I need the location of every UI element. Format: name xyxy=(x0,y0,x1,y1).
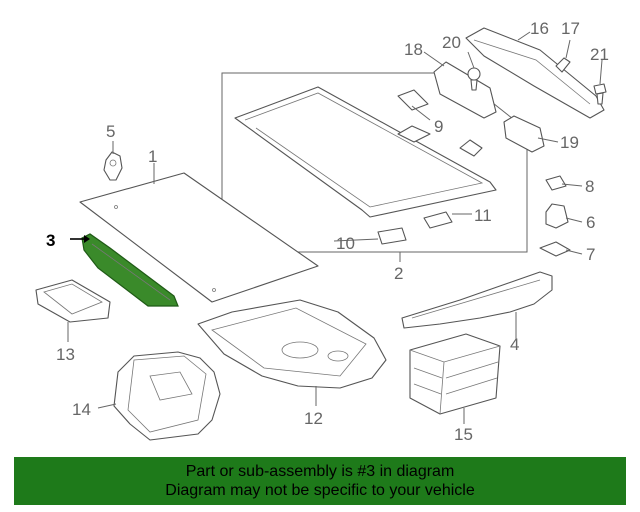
callout-17: 17 xyxy=(561,19,580,38)
part-12-floor-tub[interactable] xyxy=(197,299,387,389)
callout-7: 7 xyxy=(586,245,595,264)
part-17-pin[interactable] xyxy=(555,57,571,73)
part-15-crate[interactable] xyxy=(409,333,501,415)
part-21-bolt[interactable] xyxy=(593,83,607,105)
part-19-bracket[interactable] xyxy=(503,115,545,153)
callout-5: 5 xyxy=(106,122,115,141)
part-3-highlighted-panel[interactable] xyxy=(81,233,179,307)
callout-12: 12 xyxy=(304,409,323,428)
part-8-clip[interactable] xyxy=(545,175,567,191)
callout-8: 8 xyxy=(585,177,594,196)
part-7-clip[interactable] xyxy=(539,241,571,257)
part-6-clip[interactable] xyxy=(545,203,569,229)
callout-3: 3 xyxy=(46,231,55,250)
callout-20: 20 xyxy=(442,33,461,52)
part-2-floor-board[interactable] xyxy=(234,86,497,218)
callout-1: 1 xyxy=(148,147,157,166)
info-banner: Part or sub-assembly is #3 in diagram Di… xyxy=(14,457,626,505)
callout-14: 14 xyxy=(72,400,91,419)
callout-2: 2 xyxy=(394,264,403,283)
part-14-storage-box[interactable] xyxy=(113,351,221,441)
callout-10: 10 xyxy=(336,234,355,253)
banner-line-2: Diagram may not be specific to your vehi… xyxy=(165,482,475,499)
part-10-bracket[interactable] xyxy=(377,227,407,245)
callout-6: 6 xyxy=(586,213,595,232)
callout-15: 15 xyxy=(454,425,473,444)
part-16-sill-plate[interactable] xyxy=(465,27,605,119)
callout-16: 16 xyxy=(530,19,549,38)
callout-21: 21 xyxy=(590,45,609,64)
callout-18: 18 xyxy=(404,40,423,59)
part-5-hook[interactable] xyxy=(103,151,123,181)
part-11-bracket[interactable] xyxy=(423,211,453,229)
banner-line-1: Part or sub-assembly is #3 in diagram xyxy=(185,463,455,480)
callout-11: 11 xyxy=(474,206,492,225)
callout-9: 9 xyxy=(434,117,443,136)
callout-4: 4 xyxy=(510,335,519,354)
part-4-rail[interactable] xyxy=(401,271,553,329)
part-18-bracket[interactable] xyxy=(433,61,497,119)
callout-19: 19 xyxy=(560,133,579,152)
callout-13: 13 xyxy=(56,345,75,364)
part-9-clip[interactable] xyxy=(459,139,483,157)
leader-lines xyxy=(67,31,603,424)
part-20-clip[interactable] xyxy=(467,67,481,91)
part-1-floor-mat[interactable] xyxy=(79,172,319,303)
part-13-tray[interactable] xyxy=(35,279,111,323)
